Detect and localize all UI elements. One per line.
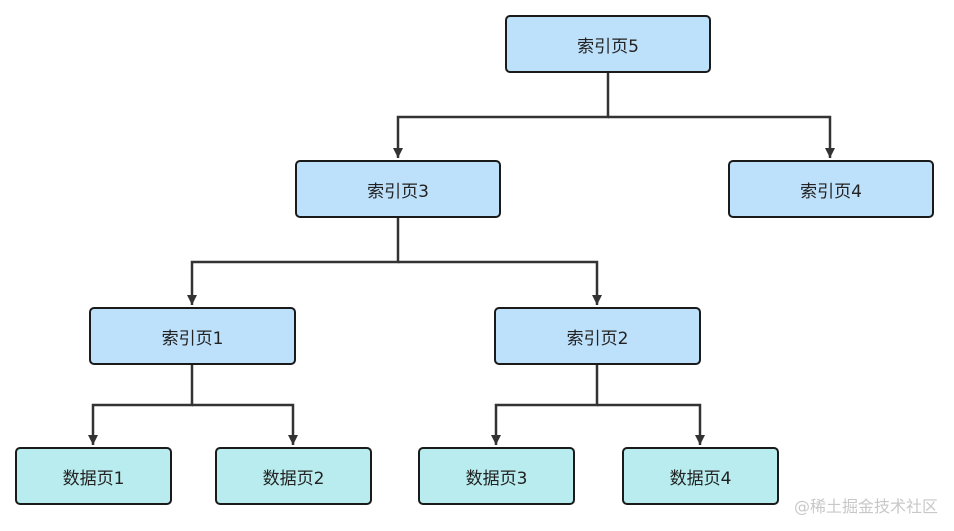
edge-index2-data3: [491, 364, 599, 445]
edge-index2-data4: [597, 403, 705, 445]
node-data4: 数据页4: [622, 447, 779, 505]
edge-index1-data1: [88, 364, 194, 445]
edge-index1-data2: [192, 403, 298, 445]
node-index4: 索引页4: [728, 160, 934, 218]
node-index3: 索引页3: [295, 160, 501, 218]
node-data2: 数据页2: [215, 447, 372, 505]
edge-index3-index1: [187, 218, 400, 305]
watermark-text: @稀土掘金技术社区: [793, 497, 938, 516]
edge-index5-index4: [608, 115, 835, 158]
node-data1: 数据页1: [15, 447, 172, 505]
node-index2: 索引页2: [494, 307, 701, 365]
node-index1: 索引页1: [89, 307, 296, 365]
node-data3: 数据页3: [418, 447, 575, 505]
edge-index5-index3: [393, 73, 610, 158]
edge-index3-index2: [398, 260, 602, 305]
node-index5: 索引页5: [505, 15, 711, 73]
